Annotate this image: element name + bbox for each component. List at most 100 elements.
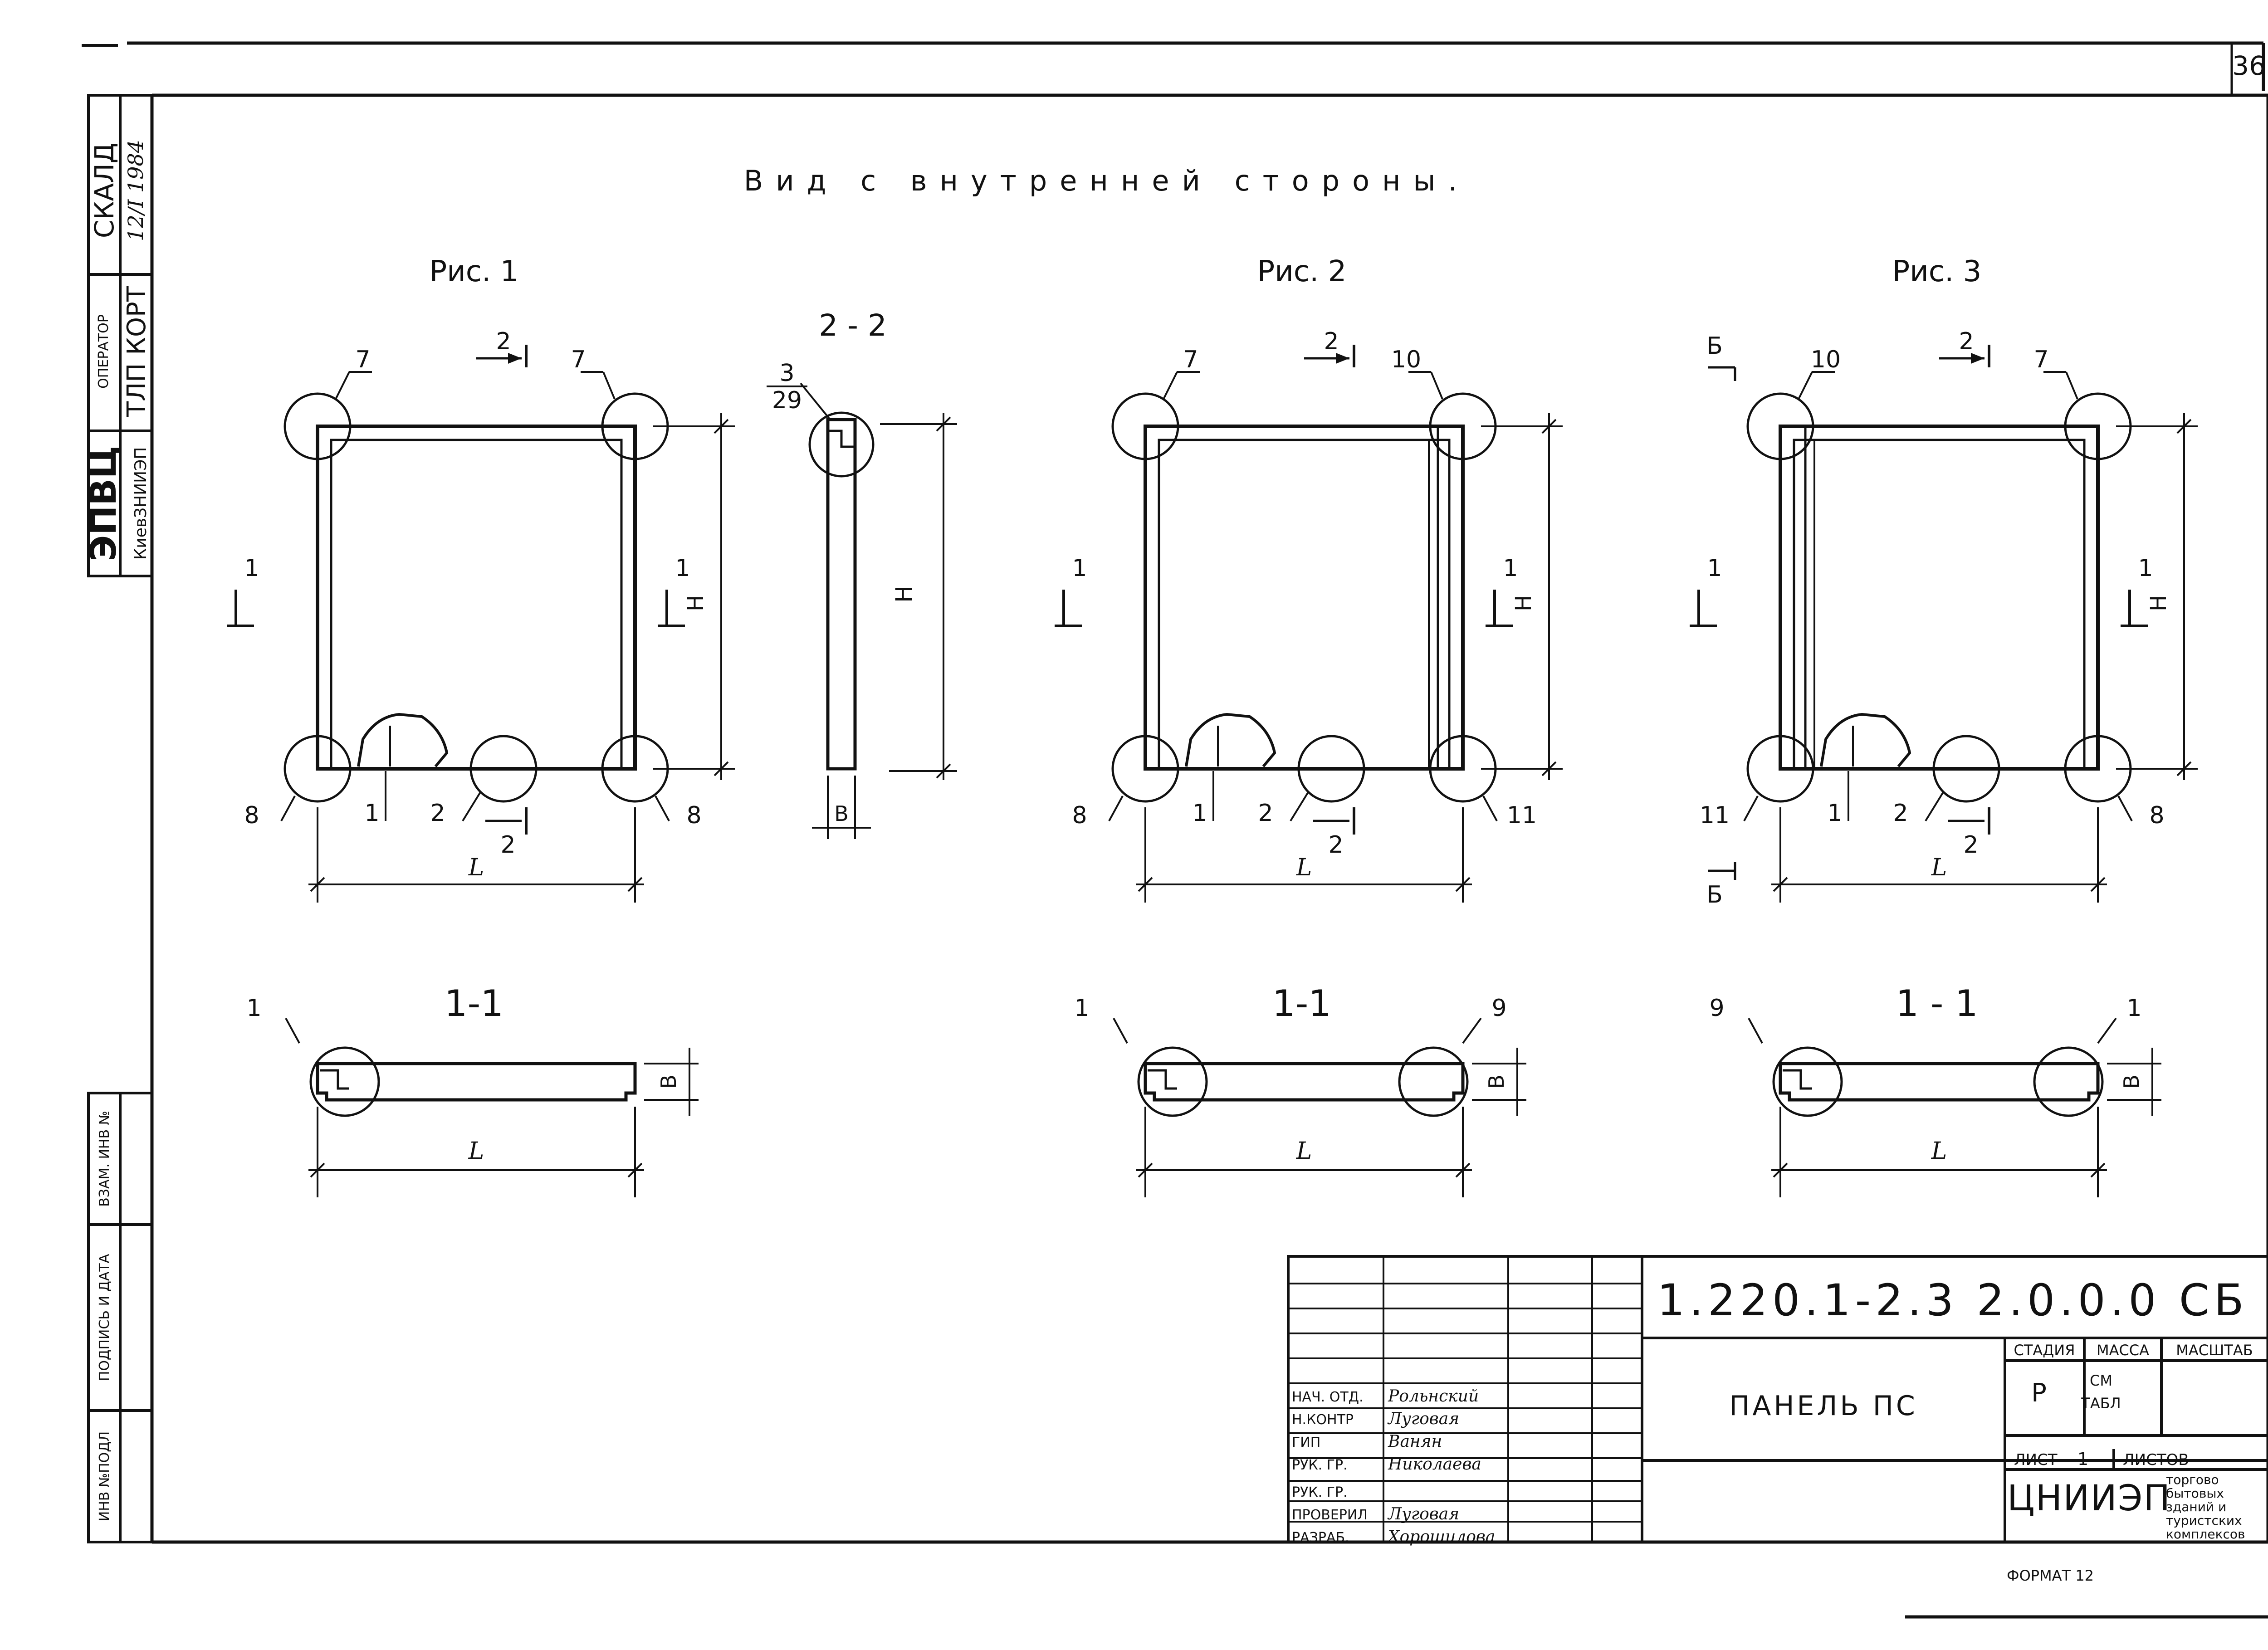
cut-bottom-label: 2: [1328, 831, 1343, 859]
role-name: Николаева: [1388, 1455, 1481, 1474]
svg-text:комплексов: комплексов: [2166, 1527, 2245, 1542]
mounting-loop: [357, 713, 449, 767]
marker-top-left: 10: [1811, 346, 1841, 373]
dim-tick: [1773, 877, 1788, 892]
marker-top-left: 7: [355, 346, 370, 373]
leader: [1163, 371, 1178, 400]
leader: [1290, 791, 1310, 822]
marker-bottom-right: 8: [686, 802, 701, 829]
leader: [1748, 1018, 1763, 1044]
section-marker-left: 1: [1074, 995, 1089, 1022]
dim-tick: [310, 1162, 325, 1178]
format-label: ФОРМАТ 12: [2007, 1567, 2094, 1584]
rib-circle: [469, 735, 538, 803]
panel-outline: [1144, 425, 1465, 771]
leader: [1108, 796, 1124, 821]
dim-b: В: [2119, 1074, 2144, 1089]
mounting-loop: [1820, 713, 1911, 767]
side-field-podpis: ПОДПИСЬ И ДАТА: [97, 1254, 112, 1381]
sheet-label: ЛИСТ: [2014, 1451, 2058, 1469]
leader: [1462, 1017, 1482, 1044]
marker-bottom-right: 11: [1507, 802, 1537, 829]
stamp-epvts-sub: КиевЗНИИЭП: [132, 447, 150, 560]
doc-name: ПАНЕЛЬ ПС: [1729, 1390, 1918, 1422]
section-groove: [1783, 1069, 1812, 1090]
mounting-loop: [1185, 713, 1276, 767]
doc-code: 1.220.1-2.3 2.0.0.0 СБ: [1657, 1275, 2248, 1326]
dim-l: L: [1931, 854, 1947, 881]
cut-arrowhead: [508, 353, 522, 364]
section-dim-l: L: [468, 1137, 484, 1165]
dim-h: H: [2146, 595, 2171, 611]
dim-tick: [1138, 877, 1153, 892]
cut-side-label-left: 1: [244, 555, 259, 582]
dim-h: H: [683, 595, 709, 611]
dim-h: H: [1511, 595, 1536, 611]
cut-top-label: 2: [496, 328, 511, 355]
org-name: ЦНИИЭП: [2007, 1478, 2171, 1519]
section-circle-right: [2033, 1046, 2104, 1117]
stage-value: Р: [2031, 1378, 2047, 1408]
cut-b-label-top: Б: [1706, 332, 1723, 360]
marker-bottom-b: 2: [1893, 800, 1908, 827]
cut-side-label-right: 1: [1503, 555, 1518, 582]
section-marker-left: 1: [246, 995, 261, 1022]
svg-text:торгово: торгово: [2166, 1472, 2219, 1487]
sheet-value: 1: [2077, 1449, 2088, 1469]
panel-rib: [330, 439, 623, 769]
panel-outline: [1779, 425, 2100, 771]
corner-circle: [1746, 735, 1814, 803]
role-label: РУК. ГР.: [1292, 1457, 1348, 1473]
role-label: Н.КОНТР: [1292, 1412, 1354, 1428]
figure-title: Рис. 1: [430, 255, 519, 288]
stamp-date: 12/I 1984: [123, 140, 148, 241]
dim-tick: [627, 1162, 643, 1178]
role-name: Хорошилова: [1387, 1528, 1495, 1546]
section-title: 1-1: [1272, 982, 1332, 1025]
cut-arrowhead: [1336, 353, 1349, 364]
section-groove: [1148, 1069, 1177, 1090]
section-dim-l: L: [1296, 1137, 1312, 1165]
section-22-dim-b: В: [834, 801, 849, 826]
leader: [285, 1018, 300, 1044]
corner-circle: [284, 735, 352, 803]
section-title: 1-1: [445, 982, 504, 1025]
marker-bottom-right: 8: [2149, 802, 2164, 829]
dim-tick: [2090, 1162, 2106, 1178]
section-groove: [320, 1069, 349, 1090]
section-profile: [1144, 1062, 1465, 1102]
cut-side-label-right: 1: [2138, 555, 2153, 582]
leader: [280, 796, 296, 821]
cut-arrowhead: [1971, 353, 1984, 364]
mass-line1: СМ: [2090, 1372, 2112, 1389]
corner-circle: [1111, 392, 1179, 460]
mass-line2: ТАБЛ: [2081, 1395, 2121, 1412]
section-profile: [1779, 1062, 2100, 1102]
marker-top-right: 7: [571, 346, 586, 373]
rib-circle: [1932, 735, 2000, 803]
dim-b: В: [656, 1074, 681, 1089]
section-2-2: 2 - 2 3 29 H В: [767, 308, 957, 839]
stamp-operator-label: ОПЕРАТОР: [96, 314, 112, 389]
marker-bottom-a: 1: [364, 800, 379, 827]
role-label: ГИП: [1292, 1435, 1320, 1450]
cut-b-label-bottom: Б: [1706, 881, 1723, 908]
marker-bottom-left: 8: [244, 802, 259, 829]
cut-bottom-label: 2: [1963, 831, 1978, 859]
cut-side-label-right: 1: [675, 555, 690, 582]
section-22-dim-h: H: [891, 586, 917, 603]
panel-outline: [316, 425, 637, 771]
section-22-ref-bottom: 29: [772, 387, 802, 414]
figure-title: Рис. 3: [1892, 255, 1982, 288]
role-name: Рольнский: [1388, 1387, 1479, 1406]
dim-tick: [714, 419, 729, 434]
section-circle-right: [1398, 1046, 1469, 1117]
dim-tick: [627, 877, 643, 892]
dim-tick: [1138, 1162, 1153, 1178]
role-label: ПРОВЕРИЛ: [1292, 1507, 1368, 1523]
